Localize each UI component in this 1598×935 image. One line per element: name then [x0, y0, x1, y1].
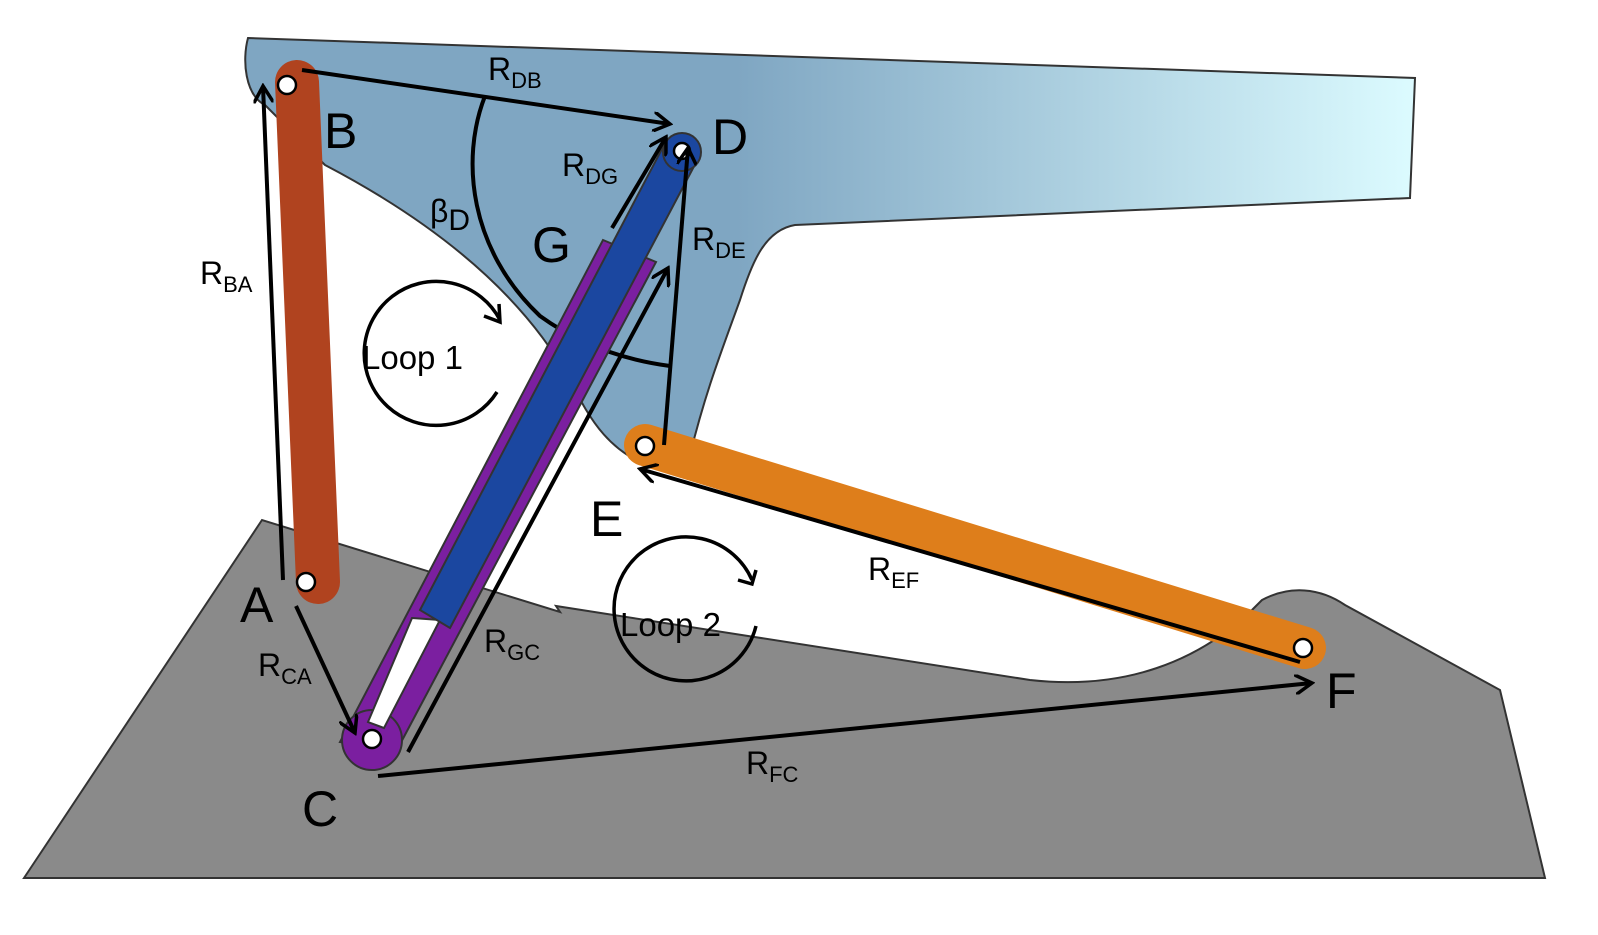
point-label-d: D [712, 109, 748, 165]
vector-label-r-fc: RFC [746, 745, 799, 787]
loop-2-arrowhead [737, 569, 758, 587]
vector-r-ba-arrow [263, 86, 285, 581]
boom-frame [244, 36, 1417, 472]
vector-r-gc-arrow [406, 268, 668, 753]
vector-label-r-ca: RCA [258, 647, 312, 689]
vector-r-db-arrow [301, 68, 670, 124]
vector-label-r-ef: REF [868, 551, 919, 593]
pin-a [295, 571, 317, 593]
point-label-e: E [590, 491, 623, 547]
pin-e [634, 435, 656, 457]
point-label-b: B [324, 103, 357, 159]
point-label-c: C [302, 781, 338, 837]
link-ef [624, 424, 1326, 669]
vector-label-r-de: RDE [692, 221, 746, 263]
vector-r-fc-arrow [377, 683, 1312, 778]
vector-label-r-ba: RBA [200, 255, 253, 297]
pin-b [276, 74, 298, 96]
point-label-g: G [532, 217, 571, 273]
point-label-f: F [1326, 663, 1357, 719]
ground-body [22, 518, 1547, 879]
point-label-a: A [240, 577, 274, 633]
loop-1-arrow-circle [362, 279, 502, 428]
vector-r-ef-arrow [640, 469, 1301, 664]
loop-1-label: Loop 1 [362, 339, 463, 376]
pin-c [361, 728, 383, 750]
vector-label-r-db: RDB [488, 51, 542, 93]
loop-2-arrow-circle [612, 535, 758, 683]
vector-label-r-gc: RGC [484, 623, 540, 665]
angle-label-beta-d: βD [430, 193, 470, 237]
cylinder-slot [366, 616, 442, 730]
pin-f [1292, 637, 1314, 659]
vector-r-dg-arrow [610, 137, 666, 230]
vector-r-ca-arrow [294, 605, 355, 733]
link-ba [275, 60, 340, 604]
loop-1-arrowhead [483, 303, 502, 325]
vector-label-r-dg: RDG [562, 147, 618, 189]
vector-r-de-arrow [662, 148, 688, 446]
loop-2-label: Loop 2 [620, 606, 721, 643]
